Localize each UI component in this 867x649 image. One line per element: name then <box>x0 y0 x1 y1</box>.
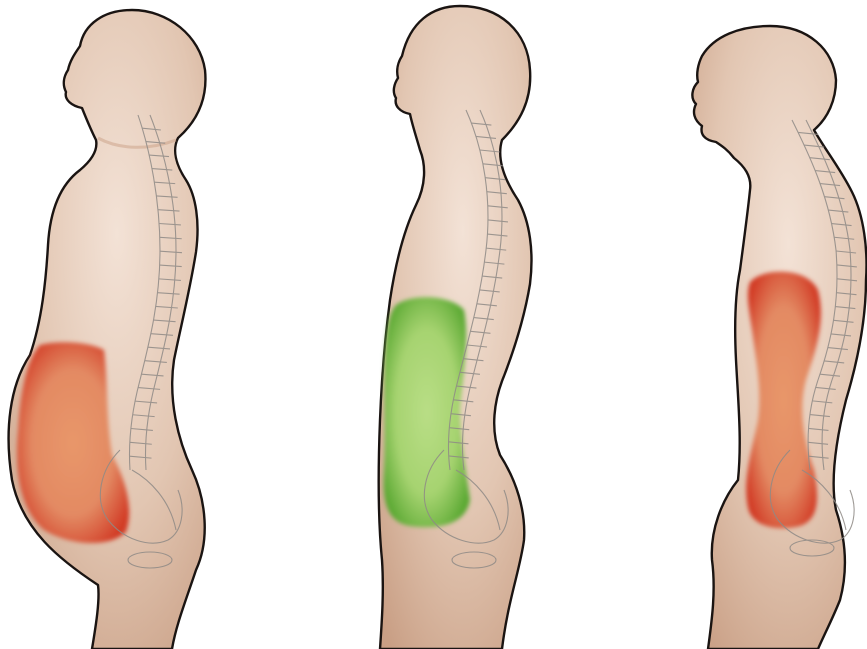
figure-2-zone <box>384 297 470 527</box>
figure-1-body <box>9 10 206 649</box>
figure-3 <box>692 26 866 649</box>
figure-1 <box>9 10 206 649</box>
figure-2 <box>379 6 532 649</box>
